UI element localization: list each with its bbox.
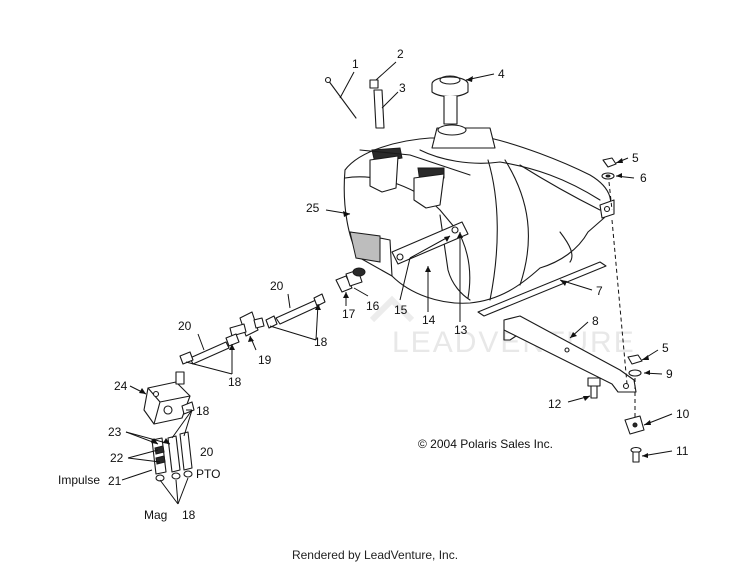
callout-16: 16 xyxy=(366,299,380,313)
leader-lines xyxy=(121,61,673,505)
callout-5-top: 5 xyxy=(632,151,639,165)
nut-washer-top xyxy=(601,157,617,180)
screw-11 xyxy=(630,446,642,463)
callout-20-left: 20 xyxy=(178,319,192,333)
callout-2: 2 xyxy=(397,47,404,61)
rubber-strip xyxy=(477,261,607,317)
callout-4: 4 xyxy=(498,67,505,81)
alignment-line-right xyxy=(611,219,628,385)
callout-13: 13 xyxy=(454,323,468,337)
footer-credit: Rendered by LeadVenture, Inc. xyxy=(291,548,459,562)
fuel-tank xyxy=(343,124,615,304)
hose-middle xyxy=(265,293,326,329)
callout-14: 14 xyxy=(422,313,436,327)
callout-23: 23 xyxy=(108,425,122,439)
arrowheads xyxy=(139,76,651,458)
label-pto: PTO xyxy=(196,467,220,481)
tank-bracket xyxy=(503,315,637,393)
callout-18-lower: 18 xyxy=(182,508,196,522)
callout-7: 7 xyxy=(596,284,603,298)
callout-3: 3 xyxy=(399,81,406,95)
callout-9: 9 xyxy=(666,367,673,381)
callout-1: 1 xyxy=(352,57,359,71)
label-mag: Mag xyxy=(144,508,167,522)
nut-washer-bottom xyxy=(627,354,643,377)
callout-numbers: 1 2 3 4 5 6 25 7 8 5 9 12 10 11 20 20 18… xyxy=(58,47,690,522)
callout-6: 6 xyxy=(640,171,647,185)
callout-21: 21 xyxy=(108,474,122,488)
valve-19 xyxy=(229,311,265,337)
alignment-line-top xyxy=(608,181,613,211)
callout-24: 24 xyxy=(114,379,128,393)
callout-12: 12 xyxy=(548,397,562,411)
callout-10: 10 xyxy=(676,407,690,421)
callout-20-middle: 20 xyxy=(270,279,284,293)
copyright-text: © 2004 Polaris Sales Inc. xyxy=(418,437,553,451)
callout-15: 15 xyxy=(394,303,408,317)
callout-11: 11 xyxy=(676,444,689,458)
vent-parts xyxy=(324,76,385,129)
callout-5-bottom: 5 xyxy=(662,341,669,355)
callout-18-middle: 18 xyxy=(314,335,328,349)
watermark-logo-icon xyxy=(369,295,415,323)
fuel-pump-24 xyxy=(143,371,195,425)
callout-22: 22 xyxy=(110,451,124,465)
label-impulse: Impulse xyxy=(58,473,100,487)
callout-17: 17 xyxy=(342,307,356,321)
fuel-cap xyxy=(431,75,469,125)
callout-20-lower: 20 xyxy=(200,445,214,459)
plate-hole xyxy=(632,422,638,428)
lower-hoses xyxy=(151,431,193,482)
callout-19: 19 xyxy=(258,353,272,367)
callout-25: 25 xyxy=(306,201,320,215)
callout-18-left: 18 xyxy=(228,375,242,389)
bolt-12 xyxy=(587,377,601,399)
callout-18-pump: 18 xyxy=(196,404,210,418)
callout-8: 8 xyxy=(592,314,599,328)
hose-left xyxy=(179,333,240,365)
fitting-16-17 xyxy=(335,267,366,293)
